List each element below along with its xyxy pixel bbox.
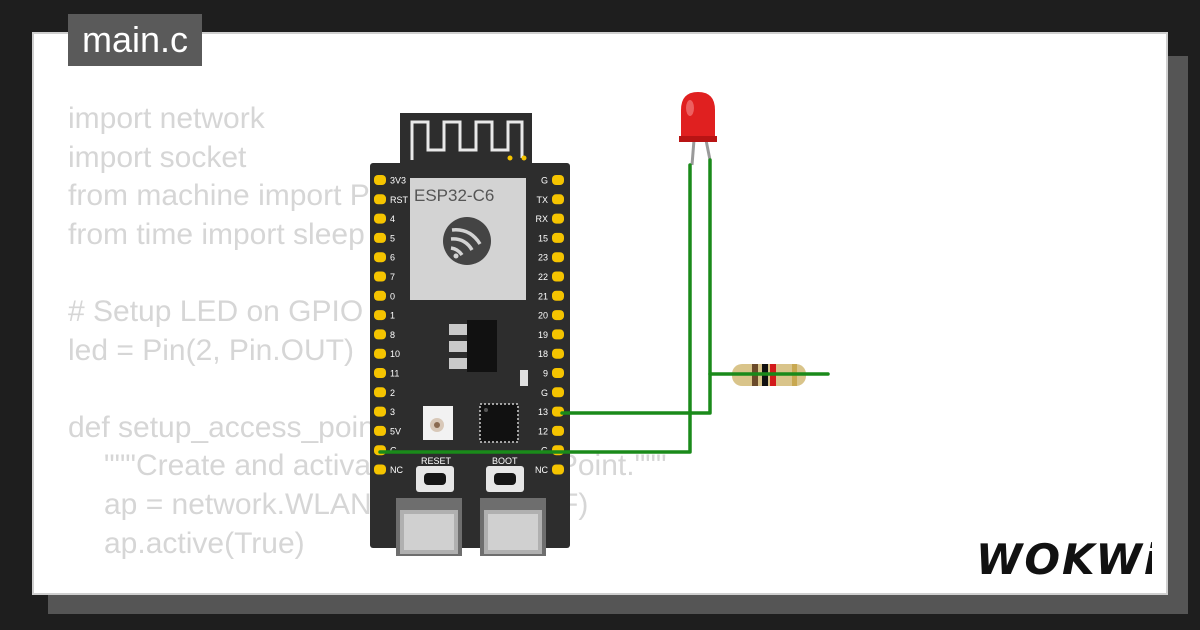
wokwi-logo: WOKWi [976, 535, 1152, 584]
left-pin-label: 4 [390, 214, 395, 224]
voltage-regulator [449, 320, 497, 372]
right-pin[interactable] [552, 329, 564, 340]
boot-button[interactable]: BOOT [486, 456, 524, 492]
right-pin[interactable] [552, 175, 564, 185]
right-pin[interactable] [552, 252, 564, 263]
wires [378, 158, 830, 454]
right-pin-label: 18 [538, 349, 548, 359]
left-pin-label: 3 [390, 407, 395, 417]
right-pin-label: TX [536, 195, 548, 205]
right-pin[interactable] [552, 310, 564, 321]
left-pin-label: 8 [390, 330, 395, 340]
left-pin-label: 2 [390, 388, 395, 398]
boot-label: BOOT [492, 456, 518, 466]
capacitor [520, 370, 528, 386]
right-pin[interactable] [552, 271, 564, 282]
left-pin[interactable] [374, 252, 386, 263]
left-pin-label: 10 [390, 349, 400, 359]
left-pin[interactable] [374, 213, 386, 224]
left-pin[interactable] [374, 425, 386, 436]
left-pin-label: 3V3 [390, 176, 406, 186]
left-pin-label: 6 [390, 253, 395, 263]
code-line: led = Pin(2, Pin.OUT) [68, 333, 354, 367]
right-pin[interactable] [552, 232, 564, 243]
usb-port-1 [396, 498, 462, 556]
chip-label: ESP32-C6 [414, 186, 494, 205]
left-pin[interactable] [374, 387, 386, 398]
right-pin[interactable] [552, 348, 564, 359]
left-pin-label: 7 [390, 272, 395, 282]
left-pin[interactable] [374, 271, 386, 282]
left-pin[interactable] [374, 194, 386, 205]
left-pin-label: 5 [390, 233, 395, 243]
reset-button[interactable]: RESET [416, 456, 454, 492]
left-pin[interactable] [374, 290, 386, 301]
right-pin-label: G [541, 388, 548, 398]
right-pin[interactable] [552, 368, 564, 378]
left-pin[interactable] [374, 232, 386, 243]
usb-chip [479, 403, 519, 443]
right-pin-label: 13 [538, 407, 548, 417]
right-pin-label: 9 [543, 369, 548, 379]
antenna [400, 113, 532, 163]
code-line: from machine import Pin [68, 179, 394, 213]
code-line: from time import sleep [68, 217, 365, 251]
left-pin-label: 5V [390, 426, 401, 436]
led-icon[interactable] [679, 92, 717, 166]
left-pin[interactable] [374, 464, 386, 475]
right-pin-label: 15 [538, 233, 548, 243]
left-pin-label: 0 [390, 291, 395, 301]
file-tab-main[interactable]: main.c [68, 14, 203, 66]
right-pin[interactable] [552, 194, 564, 205]
right-pin[interactable] [552, 213, 564, 224]
right-pin-label: 23 [538, 253, 548, 263]
code-line: def setup_access_point(): [68, 410, 412, 444]
right-pin-label: 12 [538, 426, 548, 436]
right-pin-label: RX [535, 214, 548, 224]
code-line: import socket [68, 140, 247, 174]
right-pin-label: G [541, 176, 548, 186]
esp32-module: ESP32-C6 [410, 178, 526, 300]
code-line: # Setup LED on GPIO [68, 294, 364, 328]
left-pin-label: RST [390, 195, 409, 205]
left-pin-label: 1 [390, 311, 395, 321]
wokwi-logo-text: WOKWi [976, 535, 1152, 584]
left-pin-label: NC [390, 465, 403, 475]
preview-card [32, 32, 1168, 595]
left-pin[interactable] [374, 406, 386, 417]
wire-gnd-to-led [378, 163, 692, 454]
code-line: import network [68, 102, 265, 135]
espressif-logo-icon [443, 217, 491, 265]
right-pin-label: 19 [538, 330, 548, 340]
right-pin-label: 20 [538, 311, 548, 321]
left-pin-label: 11 [390, 369, 399, 379]
left-pin[interactable] [374, 368, 386, 378]
right-pin[interactable] [552, 387, 564, 398]
code-line: ap.active(True) [104, 526, 305, 560]
right-pin[interactable] [552, 464, 564, 475]
left-pin[interactable] [374, 329, 386, 340]
right-pin-label: 21 [538, 291, 548, 301]
left-pin[interactable] [374, 175, 386, 185]
rgb-led [423, 406, 453, 440]
right-pin-label: 22 [538, 272, 548, 282]
wire-gpio13-to-resistor [560, 158, 712, 415]
usb-port-2 [480, 498, 546, 556]
right-pin-label: NC [535, 465, 548, 475]
left-pin[interactable] [374, 310, 386, 321]
reset-label: RESET [421, 456, 452, 466]
left-pin[interactable] [374, 348, 386, 359]
right-pin[interactable] [552, 425, 564, 436]
right-pin[interactable] [552, 290, 564, 301]
